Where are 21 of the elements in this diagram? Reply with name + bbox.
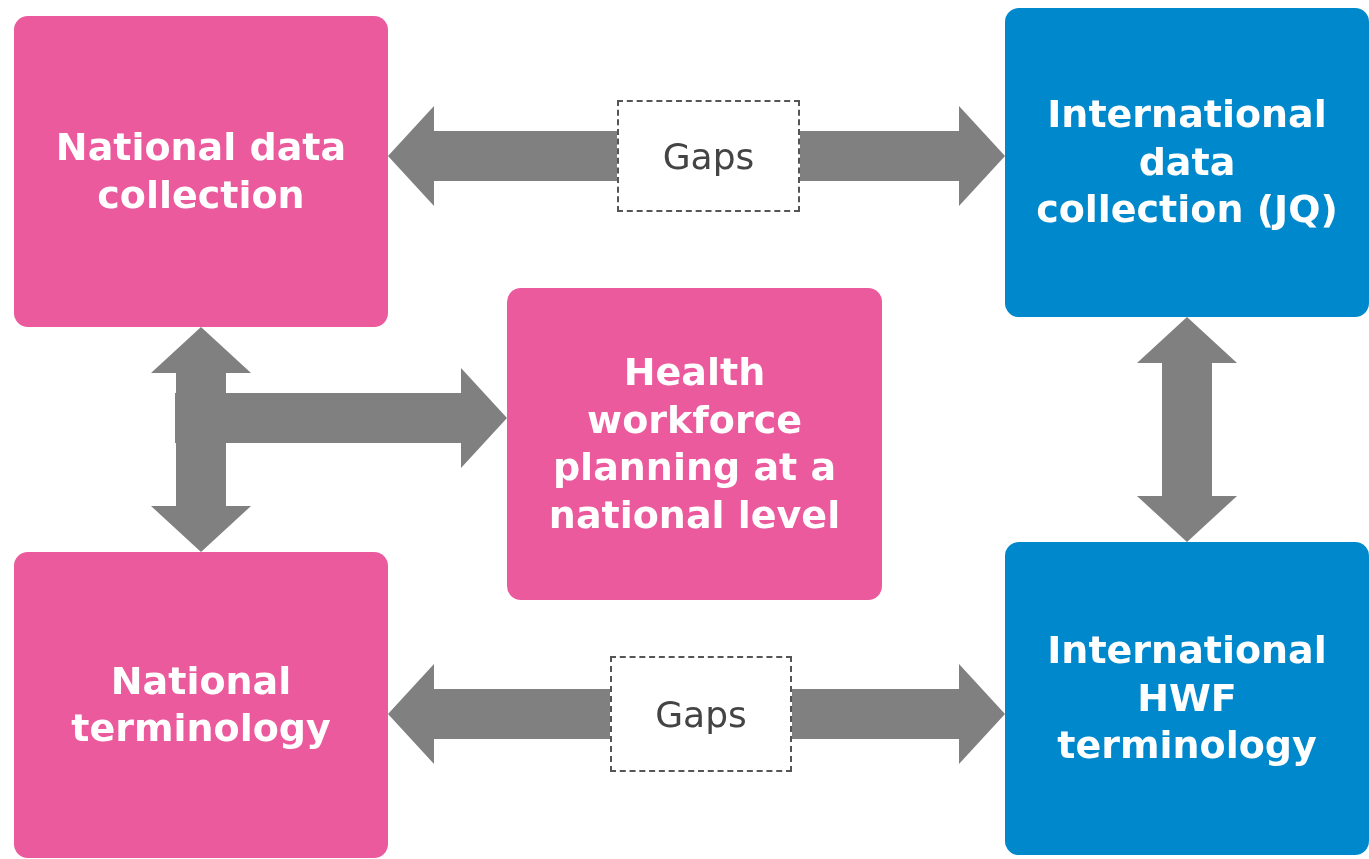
process-box: [507, 288, 882, 600]
gap-box: [610, 656, 792, 772]
process-box: [1005, 8, 1369, 317]
arrow: [175, 368, 507, 468]
box-label: International HWF terminology: [1046, 627, 1328, 770]
box-label: Gaps: [662, 135, 755, 177]
box-label: National data collection: [54, 124, 348, 219]
box-label: National terminology: [70, 657, 332, 752]
arrow: [792, 664, 1005, 764]
double-arrow: [151, 327, 251, 552]
arrow: [800, 106, 1005, 206]
double-arrow: [1137, 317, 1237, 542]
process-box: [14, 552, 388, 858]
arrow: [388, 664, 610, 764]
process-box: [1005, 542, 1369, 855]
box-label: International data collection (JQ): [1035, 91, 1339, 234]
arrow: [388, 106, 617, 206]
process-box: [14, 16, 388, 327]
gap-box: [617, 100, 800, 212]
box-label: Health workforce planning at a national level: [547, 349, 842, 539]
box-label: Gaps: [655, 693, 747, 735]
